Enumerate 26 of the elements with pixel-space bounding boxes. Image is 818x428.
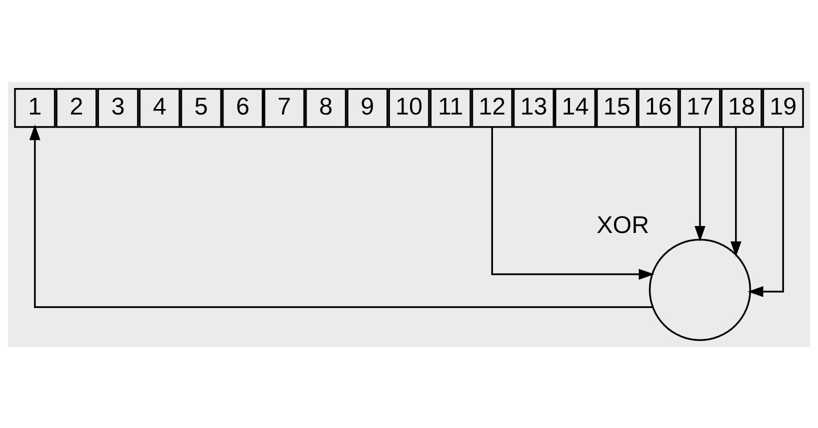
node-box: 4 <box>138 88 180 128</box>
node-box: 14 <box>554 88 596 128</box>
node-box: 6 <box>222 88 264 128</box>
arrow <box>29 124 653 308</box>
node-box: 3 <box>97 88 139 128</box>
node-circle <box>648 238 752 340</box>
node-box: 5 <box>180 88 222 128</box>
node-box: 18 <box>720 88 762 128</box>
node-box: 15 <box>596 88 638 128</box>
node-box: 1 <box>14 88 56 128</box>
node-box: 19 <box>762 88 804 128</box>
node-box: 8 <box>305 88 347 128</box>
node-box: 12 <box>471 88 513 128</box>
node-box: 10 <box>388 88 430 128</box>
node-box: 17 <box>679 88 721 128</box>
arrow <box>748 127 784 297</box>
node-box: 9 <box>346 88 388 128</box>
arrow <box>694 126 706 242</box>
node-box: 11 <box>430 88 472 128</box>
arrow <box>491 126 654 280</box>
node-box: 7 <box>264 88 306 128</box>
arrow <box>730 126 742 256</box>
node-box: 16 <box>638 88 680 128</box>
node-box: 2 <box>56 88 98 128</box>
node-label: XOR <box>596 212 650 239</box>
node-box: 13 <box>512 88 554 128</box>
